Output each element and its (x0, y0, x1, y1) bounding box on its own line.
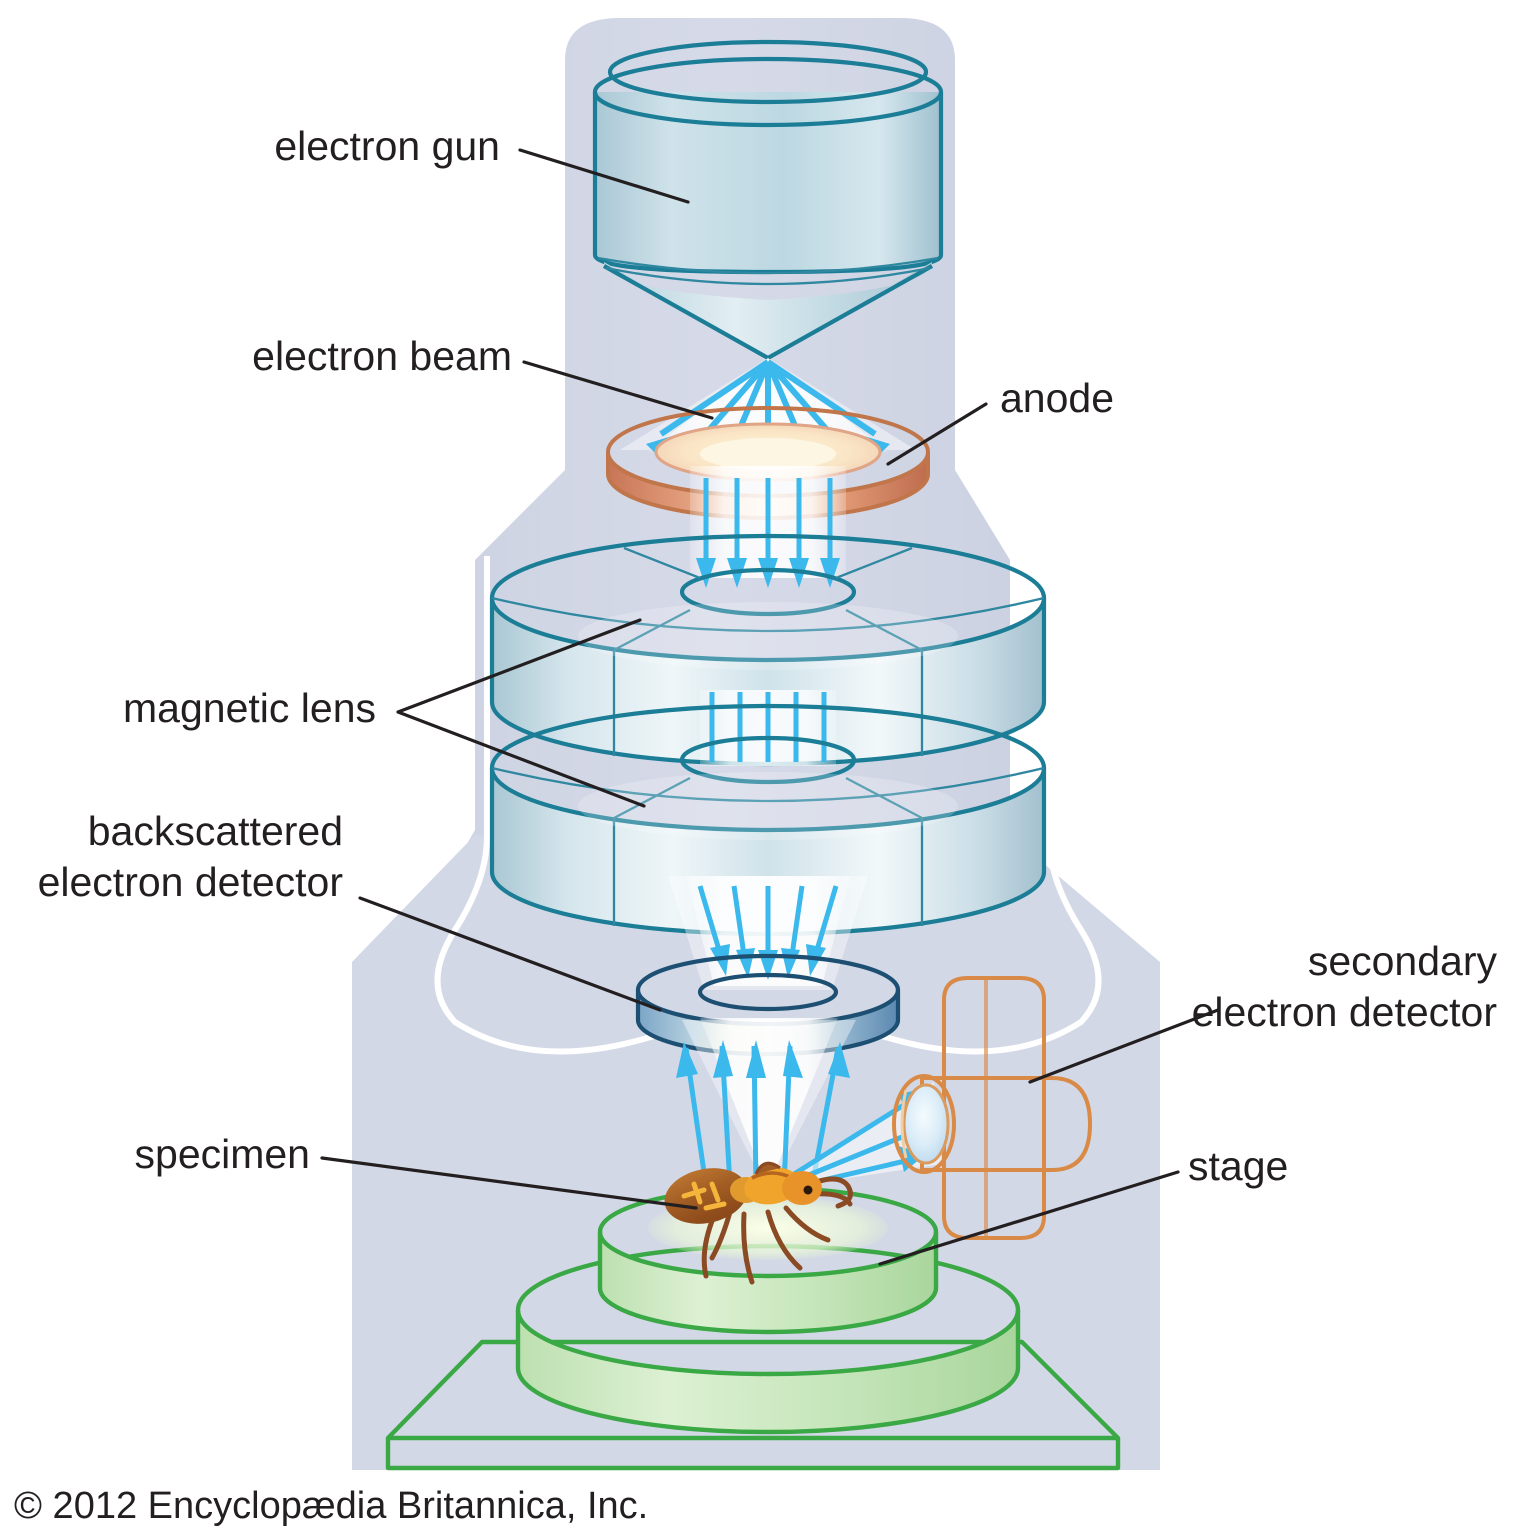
electron-beam-to-specimen (676, 1018, 856, 1192)
diagram-labels: electron gun electron beam anode magneti… (38, 123, 1498, 1189)
label-anode: anode (1000, 375, 1114, 421)
leader-stage (878, 1170, 1180, 1266)
leader-electron-beam (522, 360, 714, 420)
leader-magnetic-lens (396, 618, 646, 808)
label-backscattered-electron-detector-line1: backscattered (88, 808, 343, 854)
label-magnetic-lens: magnetic lens (123, 685, 376, 731)
label-electron-gun: electron gun (274, 123, 500, 169)
leader-backscattered-detector (358, 896, 662, 1012)
leader-anode (886, 402, 988, 466)
label-specimen: specimen (135, 1131, 310, 1177)
electron-beam-interlens (700, 690, 836, 766)
magnetic-lens-upper (489, 533, 1047, 767)
label-secondary-electron-detector-line2: electron detector (1192, 989, 1497, 1035)
specimen-ant (664, 1161, 853, 1285)
copyright-credit: © 2012 Encyclopædia Britannica, Inc. (14, 1485, 648, 1527)
electron-gun (592, 39, 944, 361)
secondary-electron-detector (892, 976, 1092, 1240)
leader-lines (320, 148, 1220, 1266)
leader-specimen (320, 1156, 698, 1210)
label-backscattered-electron-detector-line2: electron detector (38, 859, 343, 905)
leader-secondary-detector (1028, 1008, 1220, 1084)
label-secondary-electron-detector-line1: secondary (1308, 938, 1498, 984)
label-stage: stage (1188, 1143, 1288, 1189)
label-electron-beam: electron beam (252, 333, 512, 379)
stage (385, 1185, 1121, 1471)
leader-electron-gun (518, 148, 690, 204)
electron-beam-column (690, 466, 846, 588)
